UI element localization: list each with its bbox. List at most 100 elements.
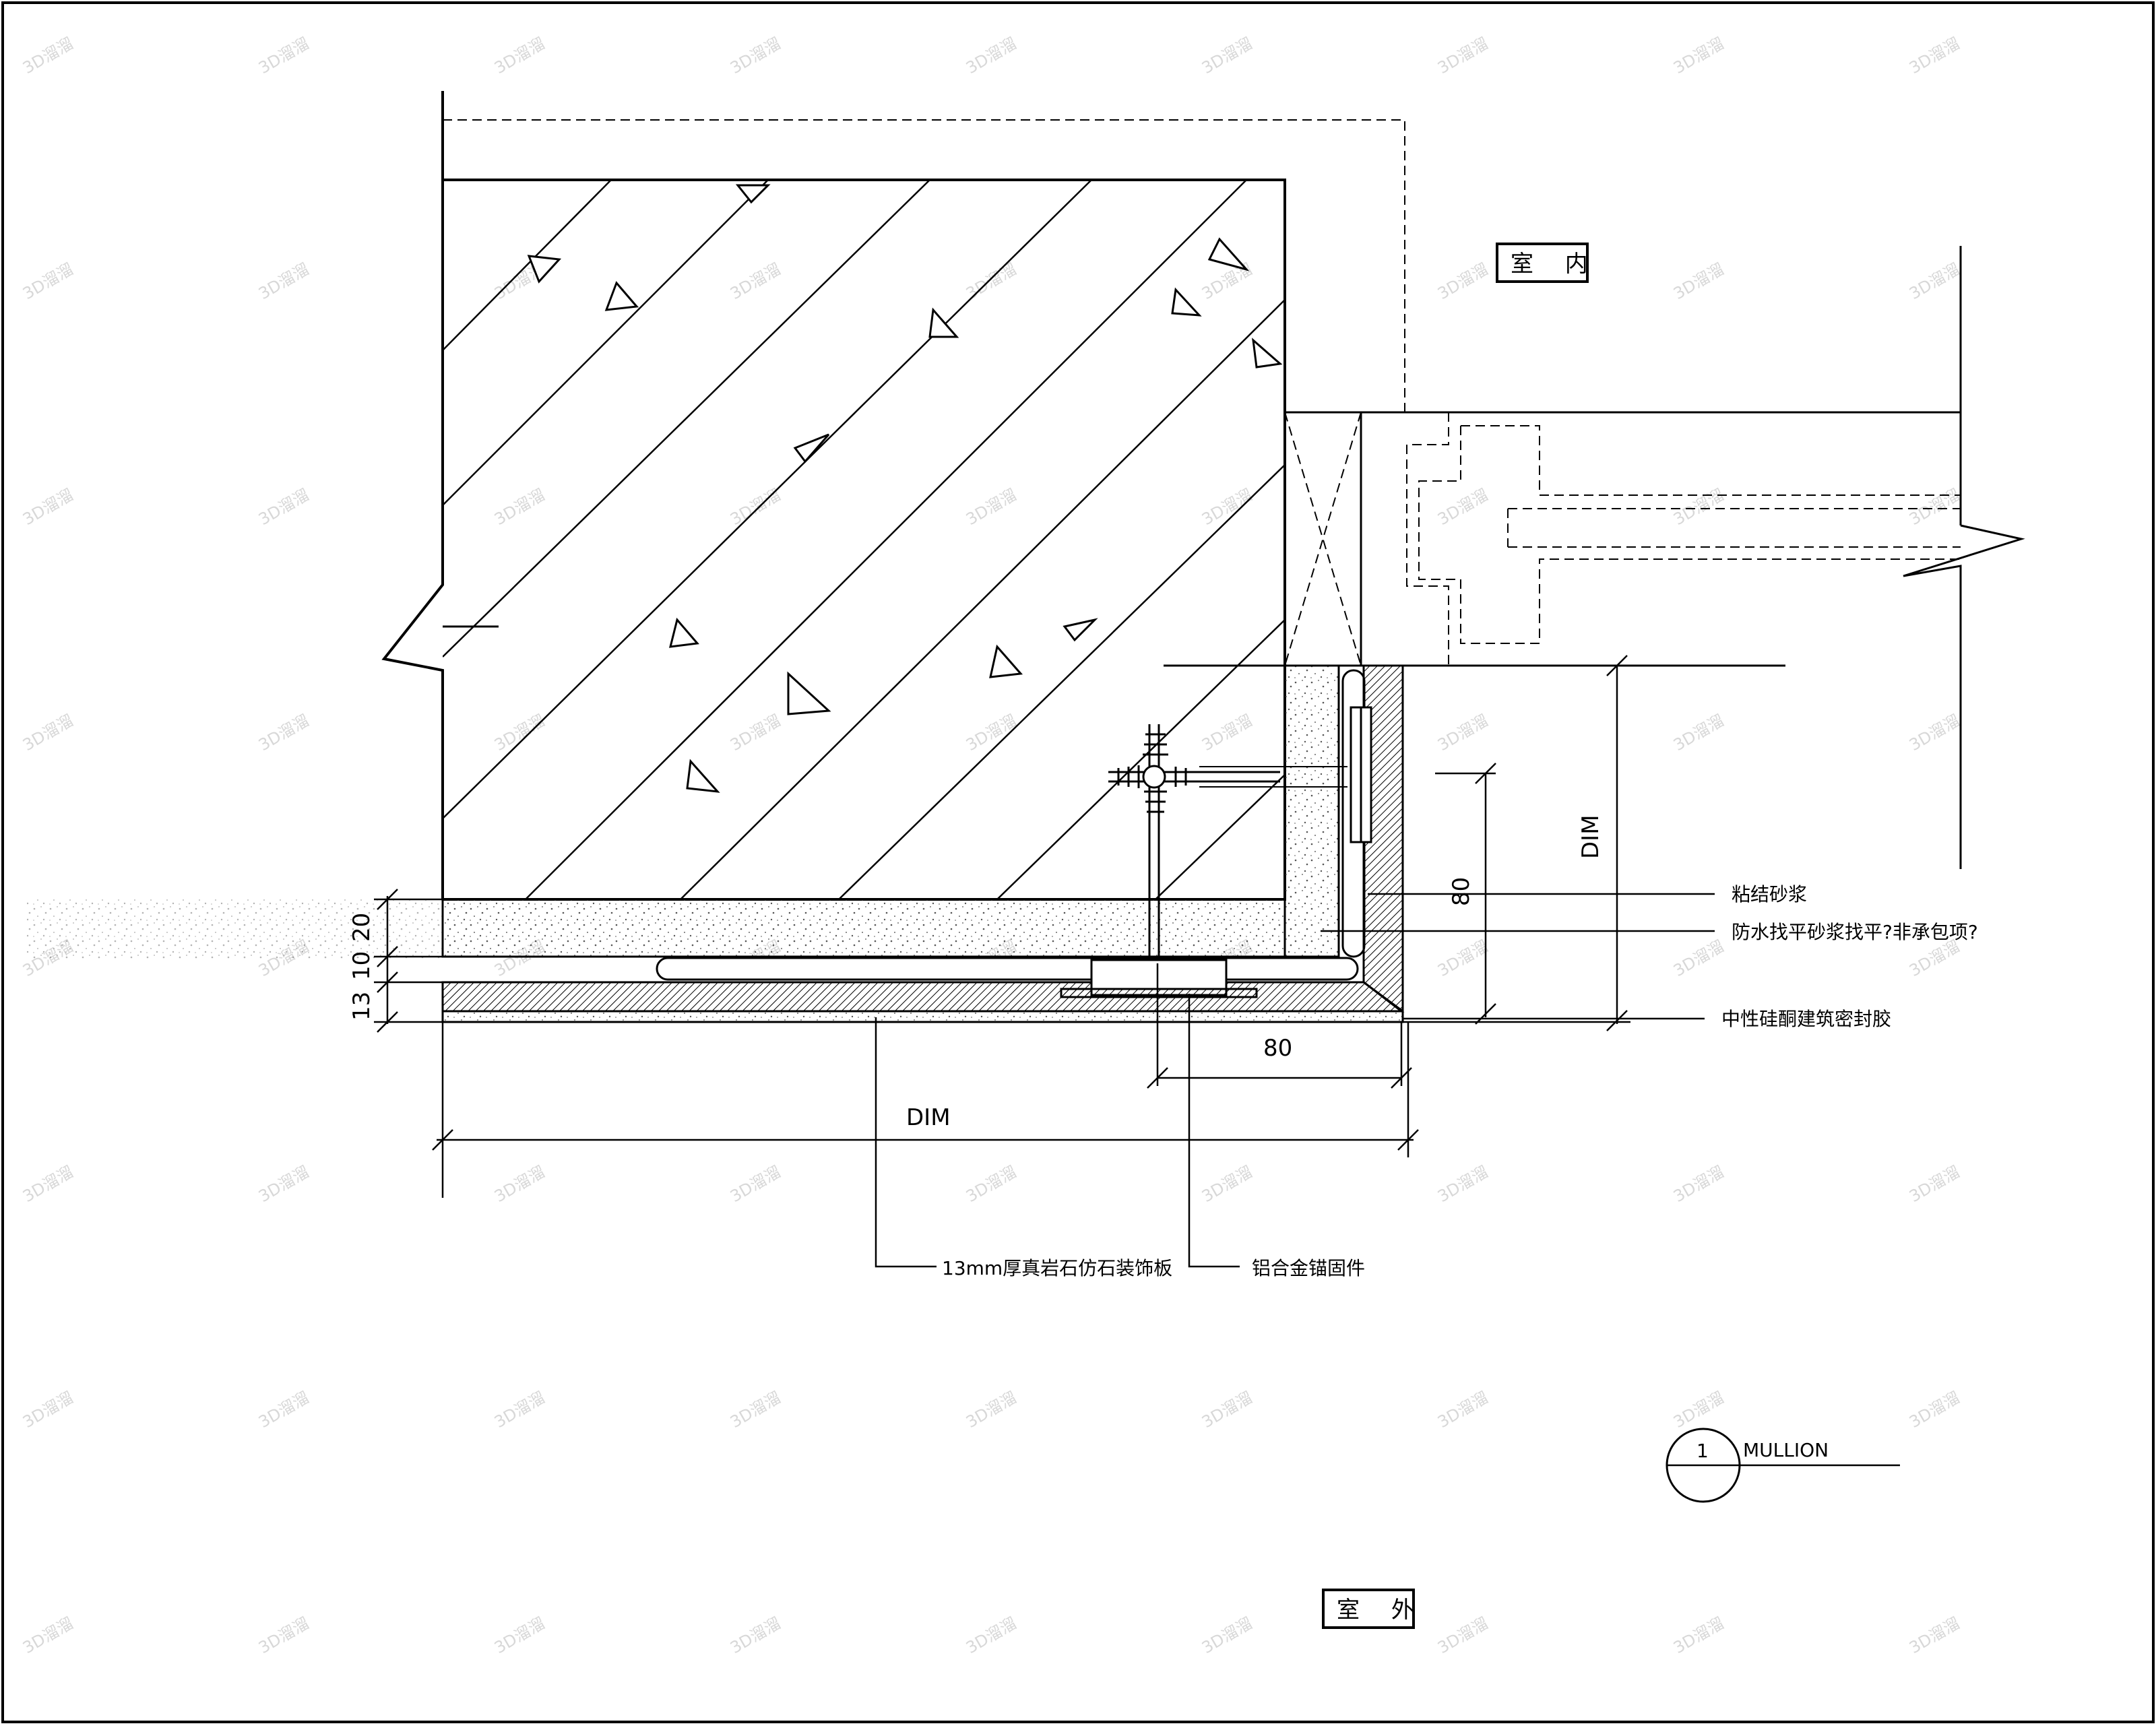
dim-stack-20: 20: [348, 913, 375, 942]
dim-horizontal-overall: [432, 1022, 1419, 1198]
watermark-text: 3D溜溜: [1670, 485, 1727, 529]
label-waterproof-leveling: 防水找平砂浆找平?非承包项?: [1732, 921, 1978, 943]
watermark-text: 3D溜溜: [20, 259, 77, 303]
watermark-text: 3D溜溜: [1670, 1388, 1727, 1432]
exterior-tag-box: [1322, 1589, 1415, 1629]
interior-tag: 室 内: [1511, 251, 1600, 278]
side-mortar-layer: [1283, 664, 1340, 958]
watermark-text: 3D溜溜: [727, 1162, 784, 1206]
watermark-text: 3D溜溜: [727, 259, 784, 303]
bottom-sealant-strip: [656, 957, 1359, 981]
watermark-text: 3D溜溜: [1434, 936, 1492, 980]
watermark-text: 3D溜溜: [255, 1162, 313, 1206]
watermark-text: 3D溜溜: [491, 1613, 548, 1657]
dim-stack-10: 10: [348, 951, 375, 980]
watermark-text: 3D溜溜: [963, 711, 1020, 755]
watermark-text: 3D溜溜: [1434, 1388, 1492, 1432]
left-wall-break-line: [381, 91, 444, 899]
watermark-text: 3D溜溜: [1906, 1613, 1963, 1657]
watermark-text: 3D溜溜: [1670, 936, 1727, 980]
watermark-text: 3D溜溜: [1906, 1388, 1963, 1432]
watermark-text: 3D溜溜: [1670, 259, 1727, 303]
watermark-text: 3D溜溜: [20, 485, 77, 529]
watermark-text: 3D溜溜: [20, 1613, 77, 1657]
watermark-text: 3D溜溜: [20, 34, 77, 77]
callout-number: 1: [1697, 1440, 1709, 1462]
watermark-text: 3D溜溜: [255, 259, 313, 303]
dim-vertical-80-text: 80: [1448, 877, 1475, 906]
callout-title: MULLION: [1743, 1439, 1829, 1461]
dim-vertical-overall-text: DIM: [1577, 814, 1604, 859]
interior-dashed-outline: [443, 119, 1405, 412]
watermark-text: 3D溜溜: [1199, 1162, 1256, 1206]
watermark-text: 3D溜溜: [1434, 485, 1492, 529]
watermark-text: 3D溜溜: [255, 1613, 313, 1657]
aluminum-anchor: [1060, 706, 1372, 998]
watermark-text: 3D溜溜: [1434, 1613, 1492, 1657]
watermark-text: 3D溜溜: [1906, 1162, 1963, 1206]
dim-vertical-80: [1435, 763, 1496, 1025]
interior-tag-box: [1496, 243, 1589, 283]
concrete-wall: [443, 179, 1286, 901]
watermark-text: 3D溜溜: [727, 34, 784, 77]
panel-finish-layer: [441, 1010, 1404, 1023]
watermark-text: 3D溜溜: [491, 485, 548, 529]
watermark-text: 3D溜溜: [20, 1162, 77, 1206]
watermark-text: 3D溜溜: [20, 1388, 77, 1432]
label-bonding-mortar: 粘结砂浆: [1732, 883, 1807, 905]
watermark-text: 3D溜溜: [1906, 711, 1963, 755]
watermark-text: 3D溜溜: [727, 1613, 784, 1657]
dim-horizontal-80: [1147, 963, 1412, 1089]
watermark-text: 3D溜溜: [1199, 34, 1256, 77]
watermark-text: 3D溜溜: [1199, 711, 1256, 755]
dim-stack-13: 13: [348, 992, 375, 1021]
watermark-text: 3D溜溜: [1434, 34, 1492, 77]
watermark-text: 3D溜溜: [1199, 1388, 1256, 1432]
dim-horizontal-overall-text: DIM: [906, 1104, 951, 1131]
watermark-text: 3D溜溜: [1670, 711, 1727, 755]
watermark-text: 3D溜溜: [1670, 1162, 1727, 1206]
watermark-text: 3D溜溜: [491, 34, 548, 77]
watermark-text: 3D溜溜: [1906, 34, 1963, 77]
watermark-text: 3D溜溜: [1434, 711, 1492, 755]
watermark-text: 3D溜溜: [255, 1388, 313, 1432]
watermark-text: 3D溜溜: [1906, 259, 1963, 303]
exterior-tag: 室 外: [1337, 1597, 1426, 1624]
watermark-text: 3D溜溜: [1199, 485, 1256, 529]
watermark-text: 3D溜溜: [1670, 1613, 1727, 1657]
watermark-text: 3D溜溜: [963, 259, 1020, 303]
watermark-text: 3D溜溜: [963, 1162, 1020, 1206]
watermark-text: 3D溜溜: [20, 711, 77, 755]
window-frame: [1164, 246, 2025, 869]
adjacent-mortar-band: [27, 899, 443, 960]
watermark-text: 3D溜溜: [1670, 34, 1727, 77]
watermark-text: 3D溜溜: [727, 1388, 784, 1432]
watermark-text: 3D溜溜: [1434, 259, 1492, 303]
watermark-text: 3D溜溜: [255, 711, 313, 755]
watermark-text: 3D溜溜: [491, 1162, 548, 1206]
watermark-text: 3D溜溜: [963, 34, 1020, 77]
watermark-text: 3D溜溜: [963, 485, 1020, 529]
dim-horizontal-80-text: 80: [1263, 1035, 1292, 1062]
stone-panel-bottom: [441, 981, 1405, 1013]
watermark-text: 3D溜溜: [963, 1613, 1020, 1657]
watermark-text: 3D溜溜: [1199, 259, 1256, 303]
bonding-mortar-layer: [441, 898, 1286, 958]
watermark-text: 3D溜溜: [491, 711, 548, 755]
watermark-text: 3D溜溜: [727, 711, 784, 755]
dim-stack-left: [374, 889, 443, 1033]
watermark-text: 3D溜溜: [255, 485, 313, 529]
watermark-text: 3D溜溜: [255, 34, 313, 77]
label-sealant: 中性硅酮建筑密封胶: [1721, 1008, 1891, 1030]
watermark-text: 3D溜溜: [1906, 485, 1963, 529]
leader-lines: [875, 893, 1715, 1268]
watermark-text: 3D溜溜: [963, 1388, 1020, 1432]
label-stone-panel: 13mm厚真岩石仿石装饰板: [942, 1257, 1172, 1279]
watermark-text: 3D溜溜: [1434, 1162, 1492, 1206]
watermark-text: 3D溜溜: [491, 1388, 548, 1432]
label-anchor: 铝合金锚固件: [1252, 1257, 1365, 1279]
dim-vertical-overall: [1403, 655, 1630, 1031]
watermark-text: 3D溜溜: [1199, 1613, 1256, 1657]
